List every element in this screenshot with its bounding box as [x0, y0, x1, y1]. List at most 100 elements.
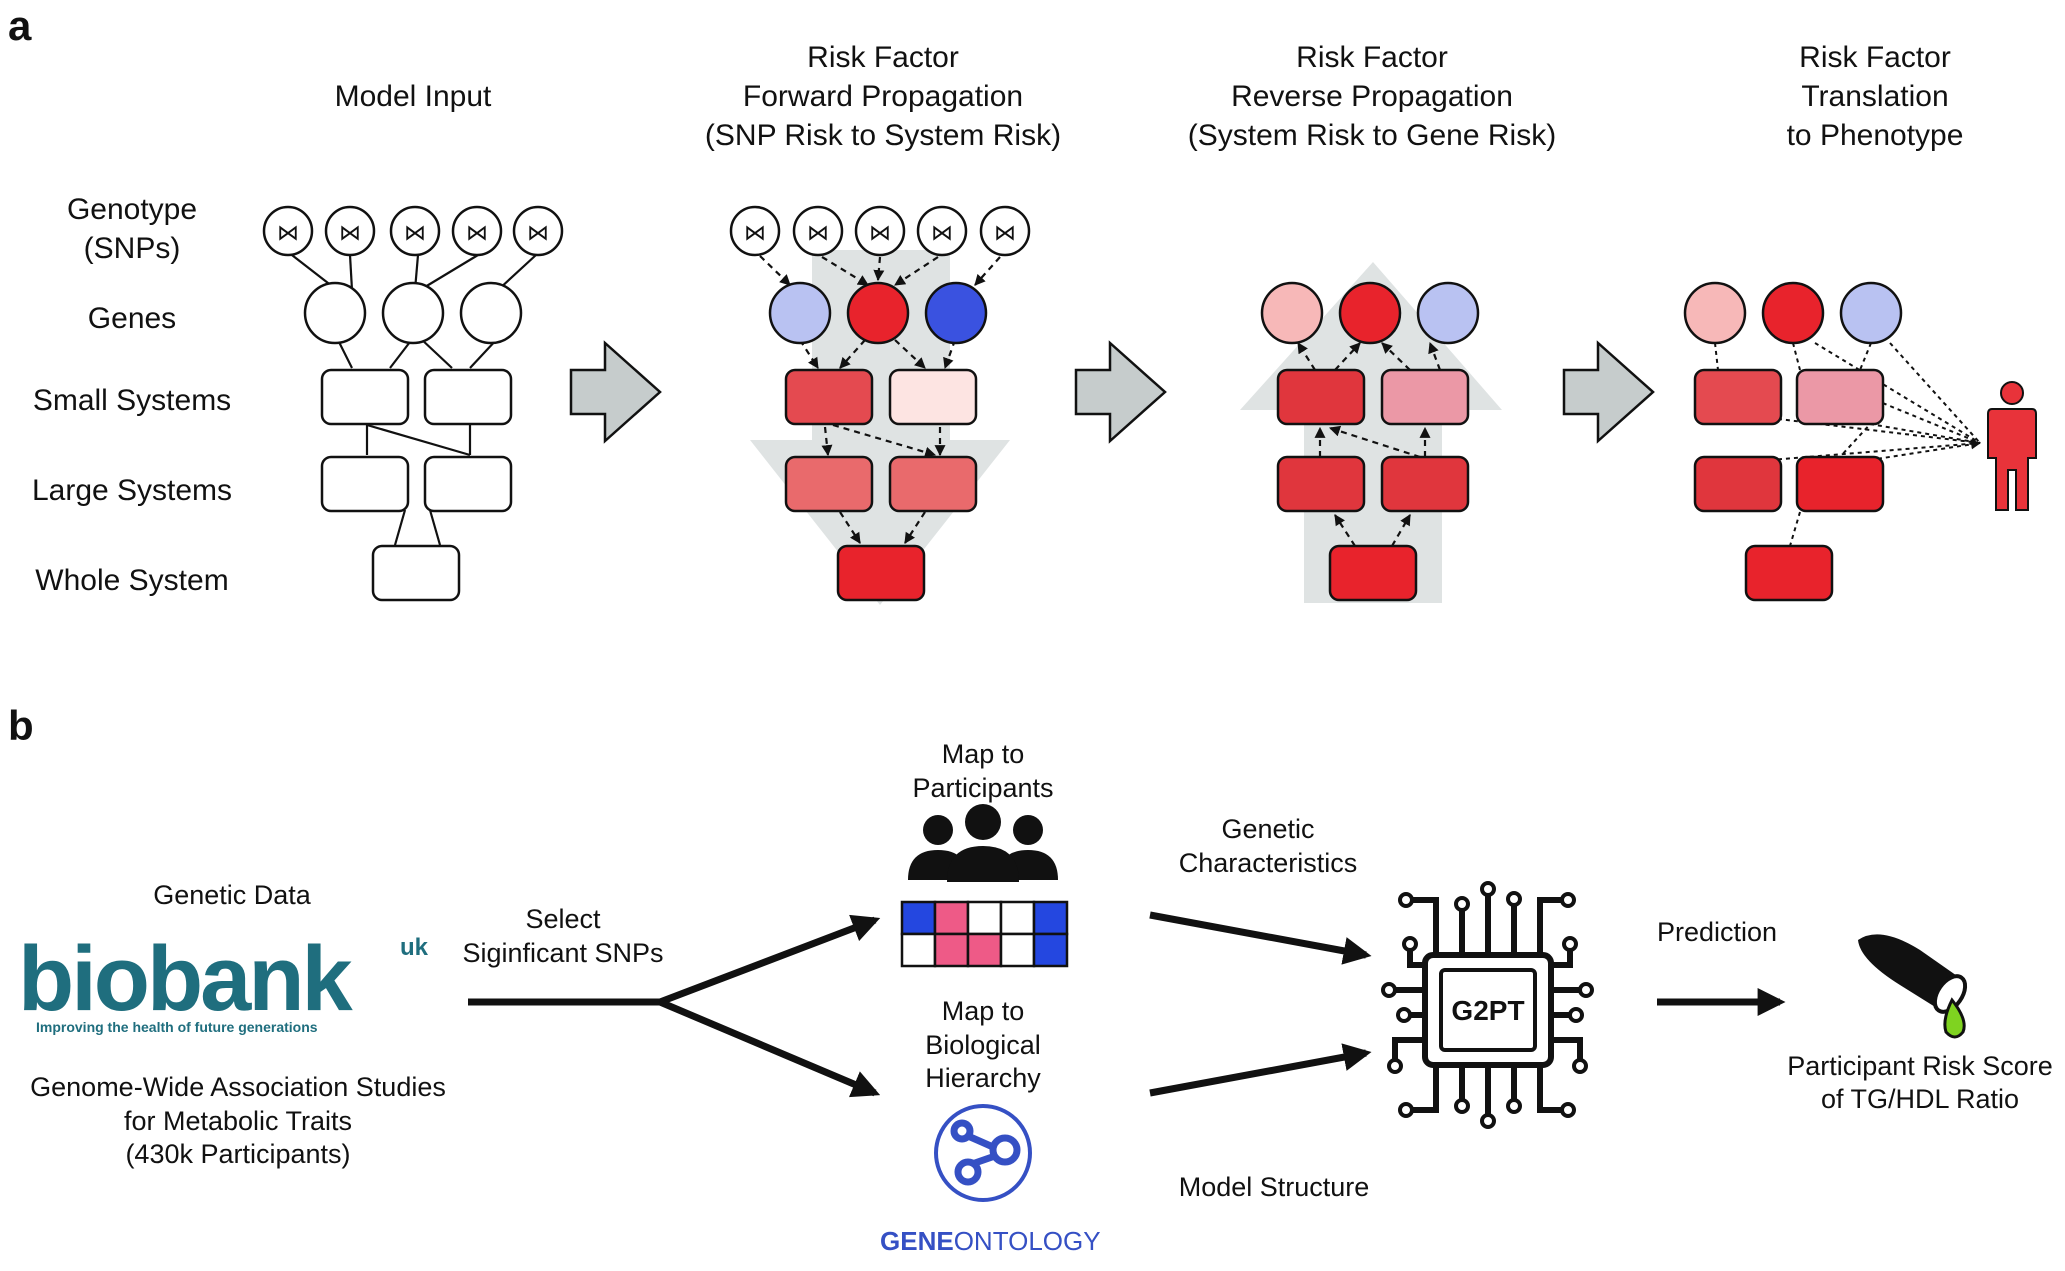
map-hierarchy-line3: Hierarchy: [925, 1063, 1041, 1093]
row-label-genes: Genes: [88, 302, 176, 335]
row-label-whole-system: Whole System: [35, 564, 228, 597]
step-arrow-icon: [569, 340, 662, 444]
svg-text:⋈: ⋈: [994, 220, 1016, 245]
whole-system-node: [1328, 544, 1418, 602]
person-icon: [1987, 381, 2037, 511]
header-model-input: Model Input: [335, 80, 492, 113]
map-participants-line1: Map to: [942, 739, 1025, 769]
snp-icon: ⋈: [389, 205, 441, 257]
model-structure-label: Model Structure: [1179, 1172, 1370, 1202]
gene-node: [1260, 281, 1324, 345]
risk-score-line2: of TG/HDL Ratio: [1821, 1084, 2019, 1114]
gwas-line3: (430k Participants): [125, 1139, 350, 1169]
gwas-line2: for Metabolic Traits: [124, 1106, 352, 1136]
geneontology-gene-text: GENE: [880, 1226, 954, 1256]
biobank-logo: biobank uk Improving the health of futur…: [18, 928, 429, 1035]
snp-icon: ⋈: [854, 205, 906, 257]
gene-node: [381, 281, 445, 345]
participants-group-icon: [908, 804, 1058, 882]
svg-text:⋈: ⋈: [466, 220, 488, 245]
arrow-structure: [1149, 1043, 1372, 1097]
row-label-snps: (SNPs): [84, 232, 181, 265]
g2pt-chip-icon: G2PT: [1381, 881, 1594, 1129]
svg-text:⋈: ⋈: [339, 220, 361, 245]
svg-text:GENEONTOLOGY: GENEONTOLOGY: [880, 1226, 1101, 1256]
large-system-node: [1693, 455, 1783, 513]
map-hierarchy-line1: Map to: [942, 996, 1025, 1026]
whole-system-node: [836, 544, 926, 602]
gene-node: [846, 281, 910, 345]
branch-arrows: [468, 914, 881, 1098]
header-translation: Risk Factor Translation to Phenotype: [1787, 41, 1964, 152]
small-system-node: [784, 368, 874, 426]
risk-pipe-icon: [1858, 934, 1968, 1039]
row-label-genotype: Genotype: [67, 193, 197, 226]
svg-text:⋈: ⋈: [931, 220, 953, 245]
small-system-node: [1795, 368, 1885, 426]
svg-text:⋈: ⋈: [807, 220, 829, 245]
snp-icon: ⋈: [512, 205, 564, 257]
genetic-characteristics-line1: Genetic: [1221, 814, 1314, 844]
gene-node: [768, 281, 832, 345]
header-forward: Risk Factor Forward Propagation (SNP Ris…: [705, 41, 1061, 152]
select-snps-line2: Siginficant SNPs: [462, 938, 663, 968]
genetic-characteristics-line2: Characteristics: [1179, 848, 1358, 878]
translation-diagram: [1683, 281, 2037, 602]
gene-node: [1839, 281, 1903, 345]
header-reverse: Risk Factor Reverse Propagation (System …: [1188, 41, 1556, 152]
snp-icon: ⋈: [792, 205, 844, 257]
header-translation-line3: to Phenotype: [1787, 119, 1964, 152]
snp-icon: ⋈: [262, 205, 314, 257]
header-reverse-line3: (System Risk to Gene Risk): [1188, 119, 1556, 152]
gene-node: [1683, 281, 1747, 345]
snp-icon: ⋈: [451, 205, 503, 257]
small-system-node: [1276, 368, 1366, 426]
whole-system-node: [1744, 544, 1834, 602]
svg-text:⋈: ⋈: [744, 220, 766, 245]
header-translation-line2: Translation: [1801, 80, 1948, 113]
gene-node: [303, 281, 367, 345]
header-reverse-line1: Risk Factor: [1296, 41, 1448, 74]
chip-label: G2PT: [1451, 995, 1524, 1026]
header-forward-line2: Forward Propagation: [743, 80, 1023, 113]
header-forward-line1: Risk Factor: [807, 41, 959, 74]
header-reverse-line2: Reverse Propagation: [1231, 80, 1513, 113]
header-translation-line1: Risk Factor: [1799, 41, 1951, 74]
row-label-small-systems: Small Systems: [33, 384, 231, 417]
gwas-line1: Genome-Wide Association Studies: [30, 1072, 446, 1102]
step-arrow-icon: [1074, 340, 1167, 444]
forward-propagation-diagram: ⋈ ⋈ ⋈ ⋈ ⋈: [729, 205, 1031, 605]
svg-text:⋈: ⋈: [404, 220, 426, 245]
map-participants-line2: Participants: [912, 773, 1053, 803]
svg-text:⋈: ⋈: [527, 220, 549, 245]
snp-icon: ⋈: [324, 205, 376, 257]
model-input-hierarchy: ⋈ ⋈ ⋈ ⋈ ⋈: [262, 205, 564, 602]
large-system-node: [1380, 455, 1470, 513]
gene-node: [1761, 281, 1825, 345]
arrow-characteristics: [1149, 911, 1372, 965]
small-system-node: [320, 368, 410, 426]
large-system-node: [784, 455, 874, 513]
whole-system-node: [371, 544, 461, 602]
select-snps-line1: Select: [525, 904, 601, 934]
small-system-node: [888, 368, 978, 426]
small-system-node: [1380, 368, 1470, 426]
snp-participant-matrix: [900, 900, 1069, 968]
gene-node: [459, 281, 523, 345]
snp-icon: ⋈: [979, 205, 1031, 257]
biobank-logo-uk: uk: [400, 934, 429, 961]
geneontology-logo-icon: [934, 1104, 1032, 1202]
large-system-node: [1276, 455, 1366, 513]
svg-text:⋈: ⋈: [277, 220, 299, 245]
snp-icon: ⋈: [729, 205, 781, 257]
row-label-large-systems: Large Systems: [32, 474, 232, 507]
map-hierarchy-line2: Biological: [925, 1030, 1041, 1060]
large-system-node: [320, 455, 410, 513]
gene-node: [1338, 281, 1402, 345]
geneontology-ontology-text: ONTOLOGY: [954, 1226, 1101, 1256]
snp-icon: ⋈: [916, 205, 968, 257]
panel-b-label: b: [8, 702, 34, 749]
small-system-node: [1693, 368, 1783, 426]
genetic-data-label: Genetic Data: [153, 880, 312, 910]
